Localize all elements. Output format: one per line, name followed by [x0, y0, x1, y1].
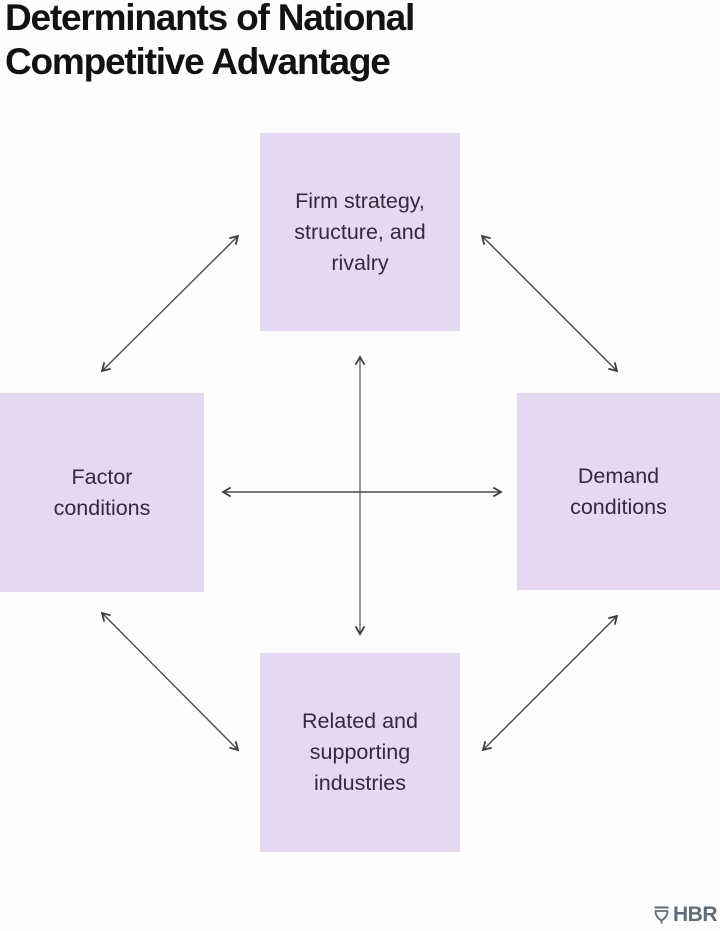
- node-demand-conditions-label: Demand conditions: [570, 463, 667, 519]
- hbr-shield-icon: [654, 906, 669, 924]
- node-factor-conditions: Factor conditions: [0, 393, 204, 592]
- node-related-industries-label: Related and supporting industries: [302, 709, 418, 795]
- brand-footer: HBR: [653, 903, 718, 927]
- arrow-top-left: [100, 234, 240, 373]
- arrow-top-right: [480, 234, 619, 373]
- arrow-left-bottom: [100, 611, 240, 752]
- page-title: Determinants of National Competitive Adv…: [5, 0, 415, 82]
- node-firm-strategy: Firm strategy, structure, and rivalry: [260, 133, 460, 331]
- node-related-industries: Related and supporting industries: [260, 653, 460, 852]
- node-firm-strategy-label: Firm strategy, structure, and rivalry: [294, 188, 426, 275]
- node-demand-conditions: Demand conditions: [517, 393, 720, 590]
- brand-text: HBR: [673, 903, 718, 926]
- node-factor-conditions-label: Factor conditions: [53, 464, 151, 520]
- arrow-right-bottom: [481, 614, 619, 752]
